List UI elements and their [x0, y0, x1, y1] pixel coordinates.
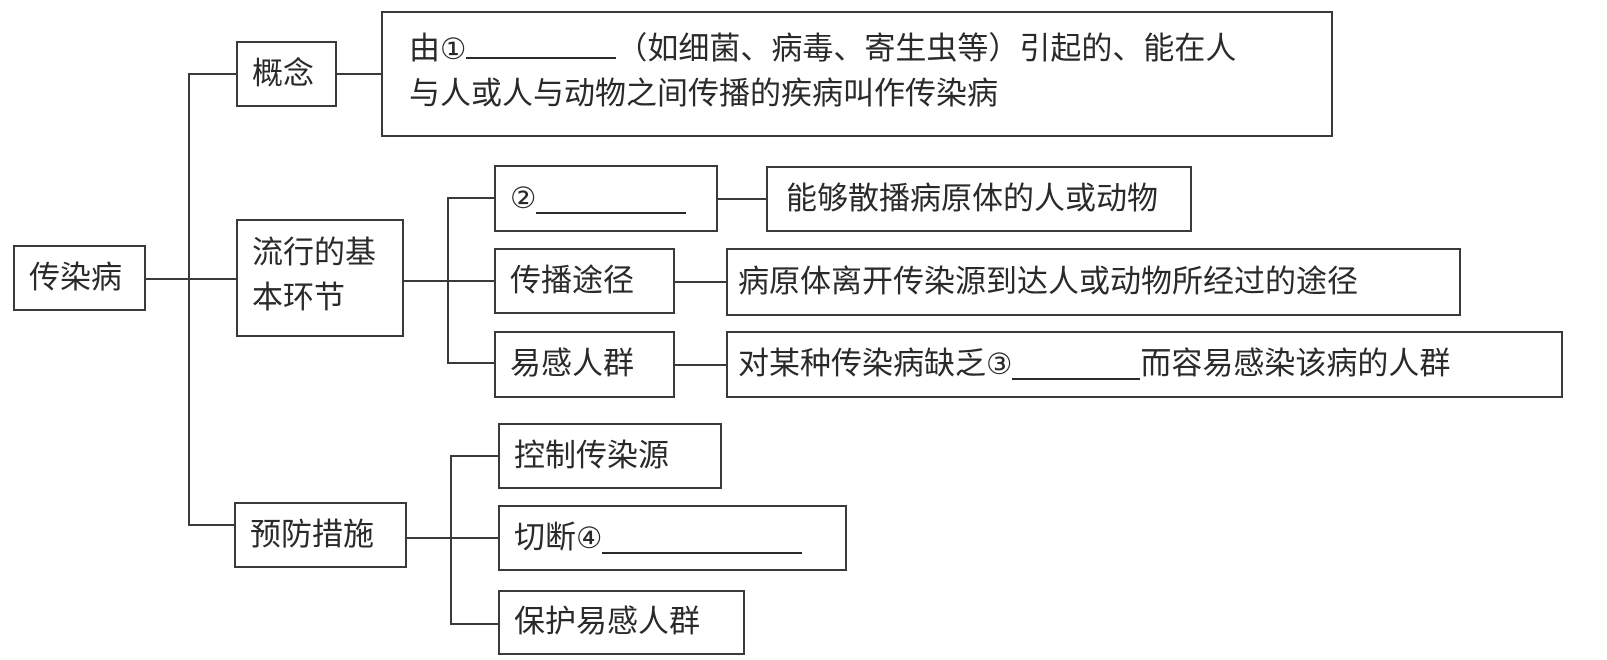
blank-marker-3: ③	[986, 347, 1013, 382]
connector-concept-detail	[337, 73, 381, 75]
connector-prevention-3	[450, 623, 498, 625]
spine-links	[447, 197, 449, 363]
connector-link-1-detail	[718, 198, 766, 200]
spine-main	[188, 73, 190, 526]
root-node: 传染病	[13, 245, 146, 311]
blank-4[interactable]	[602, 522, 803, 554]
concept-label: 概念	[252, 55, 314, 92]
connector-links	[404, 280, 494, 282]
concept-detail-line2: 与人或人与动物之间传播的疾病叫作传染病	[409, 75, 998, 112]
connector-link-1	[447, 197, 494, 199]
connector-link-3	[447, 362, 494, 364]
blank-1[interactable]	[466, 28, 617, 59]
blank-marker-4: ④	[576, 520, 603, 555]
connector-link-3-detail	[675, 364, 726, 366]
connector-root	[146, 278, 236, 280]
link-susceptible-node: 易感人群	[494, 331, 675, 398]
concept-node: 概念	[236, 41, 337, 107]
blank-3[interactable]	[1012, 349, 1141, 381]
spine-prevention	[450, 455, 452, 625]
root-label: 传染病	[29, 259, 122, 296]
connector-prevention	[188, 524, 234, 526]
blank-marker-1: ①	[440, 32, 467, 66]
concept-detail: 由①（如细菌、病毒、寄生虫等）引起的、能在人 与人或人与动物之间传播的疾病叫作传…	[381, 11, 1333, 137]
link-source-detail: 能够散播病原体的人或动物	[766, 166, 1192, 232]
connector-prevention-children	[407, 537, 498, 539]
link-route-detail: 病原体离开传染源到达人或动物所经过的途径	[726, 248, 1461, 316]
connector-link-2-detail	[675, 281, 726, 283]
link-source-node: ②	[494, 165, 718, 232]
links-node: 流行的基 本环节	[236, 219, 404, 337]
connector-concept	[188, 73, 236, 75]
blank-marker-2: ②	[510, 181, 537, 216]
prevention-node: 预防措施	[234, 502, 407, 568]
concept-detail-line1: 由①（如细菌、病毒、寄生虫等）引起的、能在人	[409, 27, 1317, 72]
blank-2[interactable]	[536, 183, 687, 215]
prevention-control-source: 控制传染源	[498, 423, 722, 489]
connector-prevention-1	[450, 455, 498, 457]
prevention-protect-susceptible: 保护易感人群	[498, 590, 745, 655]
link-route-node: 传播途径	[494, 248, 675, 314]
